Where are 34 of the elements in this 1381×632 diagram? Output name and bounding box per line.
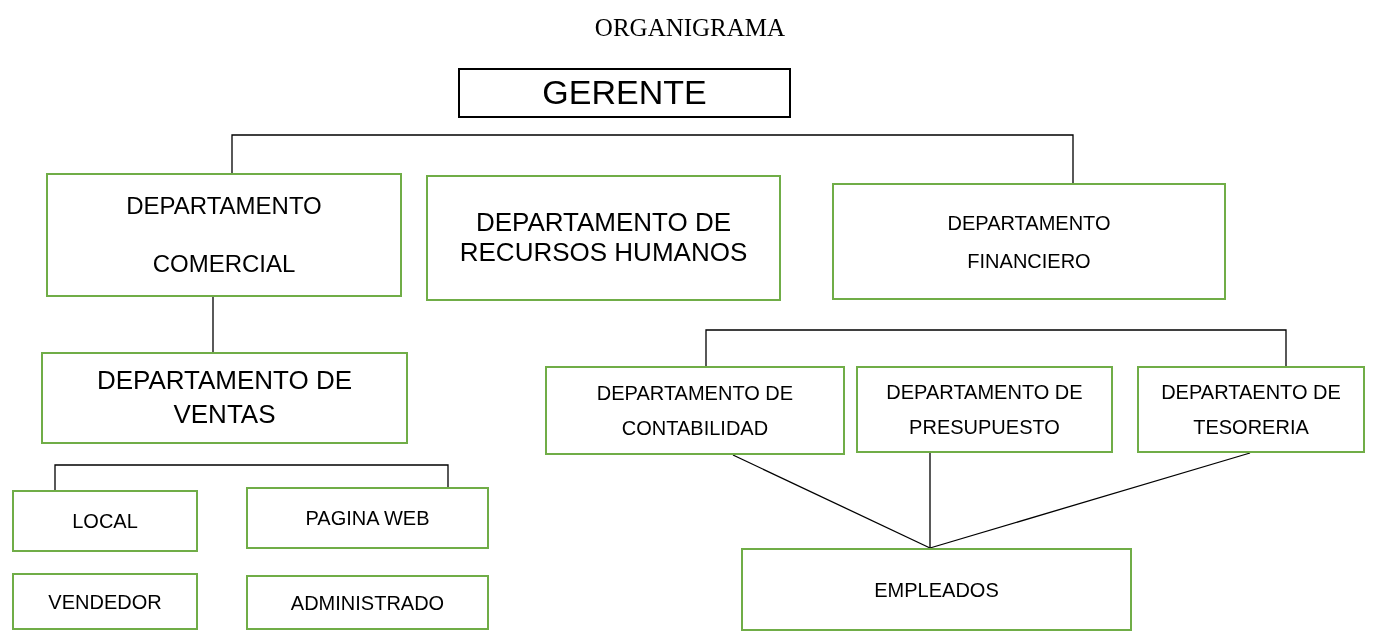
- connector-line: [929, 452, 931, 549]
- org-box: [12, 573, 198, 630]
- box-label: PAGINA WEB: [305, 506, 430, 530]
- org-box: [12, 490, 198, 552]
- box-label: VENDEDOR: [48, 589, 162, 614]
- org-box: [458, 68, 791, 118]
- connector-line: [705, 329, 1287, 367]
- box-label: EMPLEADOS: [874, 577, 999, 602]
- org-box: [46, 173, 402, 297]
- box-label: ADMINISTRADO: [290, 590, 445, 615]
- connector-line: [231, 134, 1074, 184]
- org-box: [246, 487, 489, 549]
- connector-line: [732, 454, 931, 549]
- org-box: [856, 366, 1113, 453]
- org-box: [426, 175, 781, 301]
- connector-line: [929, 452, 1251, 549]
- box-label: DEPARTAMENTO DE CONTABILIDAD: [595, 380, 795, 441]
- box-label: GERENTE: [542, 74, 707, 112]
- box-label: DEPARTAMENTO COMERCIAL: [125, 191, 323, 279]
- org-box: [41, 352, 408, 444]
- box-label: DEPARTAMENTO DE RECURSOS HUMANOS: [458, 208, 749, 268]
- diagram-title: ORGANIGRAMA: [593, 14, 787, 42]
- box-label: DEPARTAMENTO DE VENTAS: [95, 364, 354, 431]
- org-box: [741, 548, 1132, 631]
- org-box: [1137, 366, 1365, 453]
- org-box: [545, 366, 845, 455]
- box-label: DEPARTAENTO DE TESORERIA: [1160, 379, 1342, 440]
- org-box: [246, 575, 489, 630]
- box-label: LOCAL: [72, 509, 138, 533]
- box-label: DEPARTAMENTO DE PRESUPUESTO: [885, 379, 1084, 440]
- connector-line: [212, 296, 214, 353]
- org-box: [832, 183, 1226, 300]
- box-label: DEPARTAMENTO FINANCIERO: [946, 210, 1112, 274]
- connector-line: [54, 464, 449, 491]
